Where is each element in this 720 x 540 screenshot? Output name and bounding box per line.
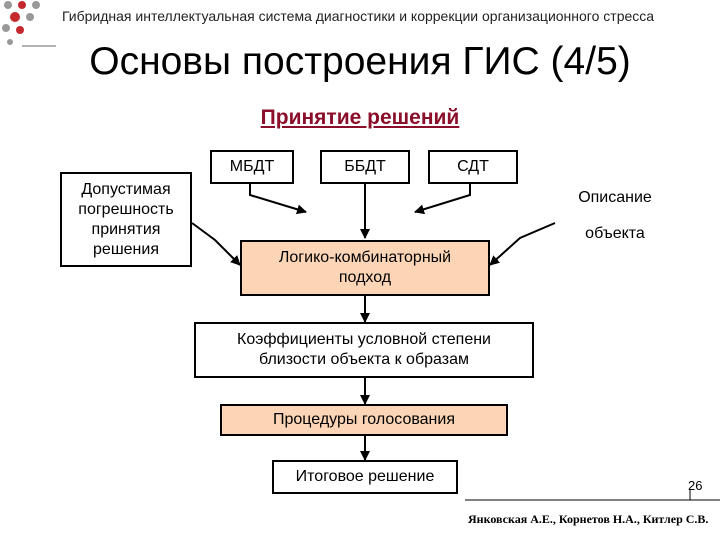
header-text: Гибридная интеллектуальная система диагн… bbox=[62, 8, 655, 24]
coefficients-label: Коэффициенты условной степени близости о… bbox=[237, 331, 491, 368]
mbdt-box: МБДТ bbox=[210, 150, 294, 184]
tolerance-label: Допустимая погрешность принятия решения bbox=[78, 180, 174, 258]
voting-box: Процедуры голосования bbox=[220, 404, 508, 436]
arrow-sdt bbox=[414, 183, 471, 215]
bbdt-box: ББДТ bbox=[320, 150, 410, 184]
arrow-mbdt bbox=[249, 183, 307, 215]
logic-label: Логико-комбинаторный подход bbox=[278, 249, 452, 286]
page-number: 26 bbox=[688, 478, 703, 493]
authors-footer: Янковская А.Е., Корнетов Н.А., Китлер С.… bbox=[468, 512, 709, 526]
object-desc-label-2: объекта bbox=[585, 225, 645, 242]
final-label: Итоговое решение bbox=[295, 468, 435, 485]
slide-title: Основы построения ГИС (4/5) bbox=[89, 40, 631, 83]
arrow-object bbox=[489, 222, 556, 266]
object-desc-label-1: Описание bbox=[578, 189, 652, 206]
arrow-tolerance bbox=[191, 222, 241, 266]
bbdt-label: ББДТ bbox=[344, 158, 386, 175]
slide-subtitle: Принятие решений bbox=[260, 106, 460, 129]
sdt-box: СДТ bbox=[428, 150, 518, 184]
logic-box: Логико-комбинаторный подход bbox=[240, 240, 490, 296]
coefficients-box: Коэффициенты условной степени близости о… bbox=[194, 322, 534, 378]
sdt-label: СДТ bbox=[457, 158, 489, 175]
voting-label: Процедуры голосования bbox=[272, 411, 455, 428]
final-box: Итоговое решение bbox=[272, 460, 458, 494]
mbdt-label: МБДТ bbox=[229, 158, 275, 175]
tolerance-box: Допустимая погрешность принятия решения bbox=[60, 172, 192, 267]
